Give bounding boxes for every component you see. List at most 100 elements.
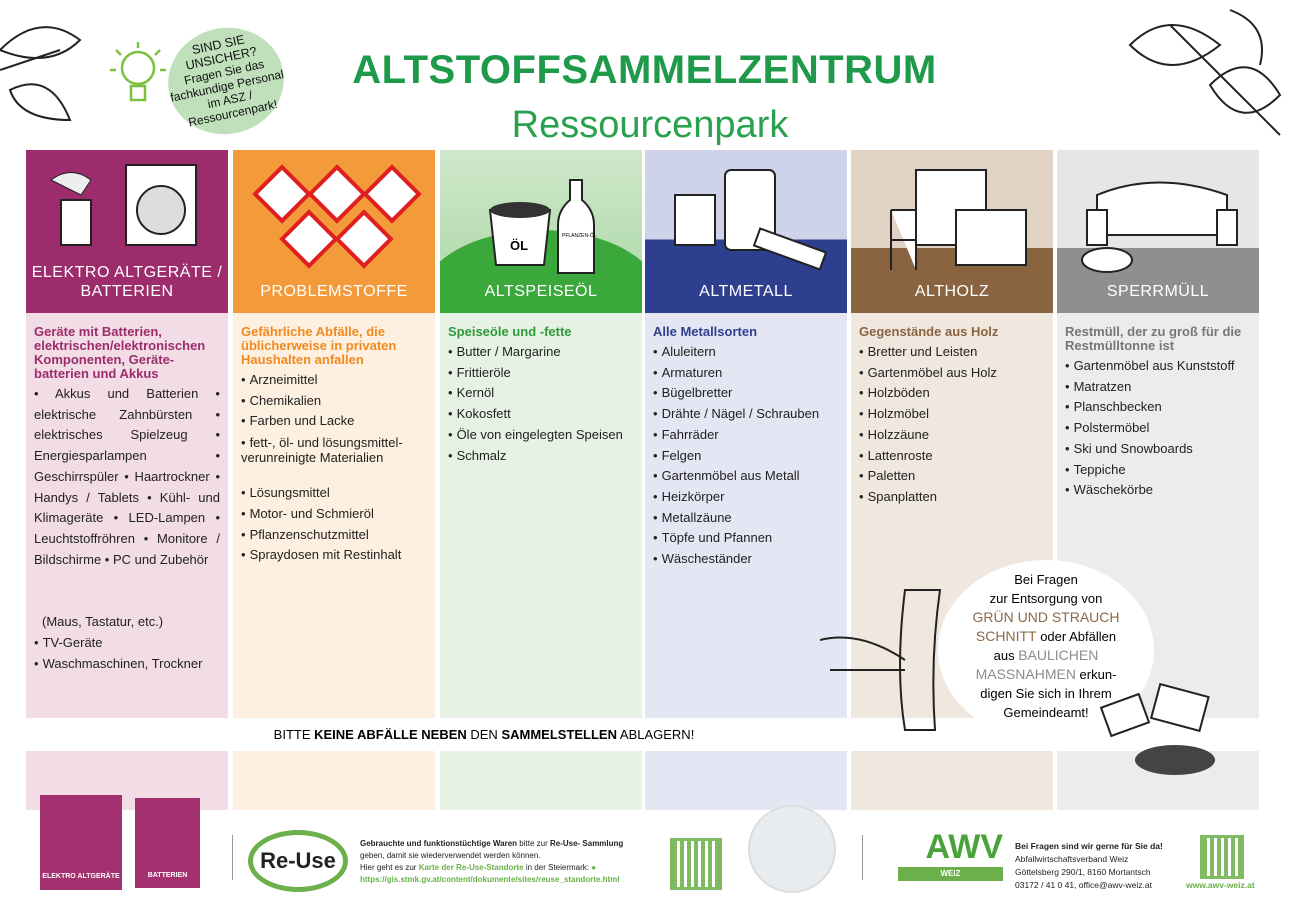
- list-item: Gartenmöbel aus Metall: [653, 466, 839, 487]
- sofa-icon: [1081, 181, 1238, 273]
- batterien-badge: BATTERIEN: [135, 798, 200, 888]
- list-item: Fahrräder: [653, 425, 839, 446]
- reuse-text: geben, damit sie wiederverwendet werden …: [360, 851, 541, 860]
- contact-heading: Bei Fragen sind wir gerne für Sie da!: [1015, 841, 1163, 851]
- circle-highlight: BAULICHEN: [1018, 647, 1099, 663]
- page-subtitle: Ressourcenpark: [511, 104, 789, 146]
- column-label: ALTMETALL: [699, 283, 793, 300]
- list-item: Heizkörper: [653, 487, 839, 508]
- circle-text: zur Entsorgung von: [989, 591, 1103, 606]
- reuse-logo-text: Re-Use: [260, 848, 336, 873]
- list-item: Metallzäune: [653, 508, 839, 529]
- list-item: Töpfe und Pfannen: [653, 528, 839, 549]
- contact-info: Bei Fragen sind wir gerne für Sie da! Ab…: [1015, 840, 1163, 892]
- circle-text: Gemeindeamt!: [1003, 705, 1089, 720]
- circle-highlight: MASSNAHMEN: [975, 666, 1076, 682]
- map-thumbnail[interactable]: [748, 805, 836, 893]
- list-item: Lösungsmittel: [241, 483, 427, 504]
- list-item: Wäschekörbe: [1065, 480, 1251, 501]
- list-item: Farben und Lacke: [241, 411, 427, 432]
- divider: [232, 835, 233, 880]
- website-link[interactable]: www.awv-weiz.at: [1186, 880, 1255, 890]
- reuse-text: bitte zur: [517, 839, 550, 848]
- reuse-url-link[interactable]: https://gis.stmk.gv.at/content/dokumente…: [360, 875, 620, 884]
- list-item: Butter / Margarine: [448, 342, 634, 363]
- list-item: Kernöl: [448, 383, 634, 404]
- column-title: Gegenstände aus Holz: [859, 324, 999, 339]
- column-header-elektro: ELEKTRO ALTGERÄTE / BATTERIEN: [26, 150, 228, 313]
- list-item: Holzmöbel: [859, 404, 1045, 425]
- banner-text: ABLAGERN!: [617, 727, 695, 742]
- column-title: Geräte mit Batterien, elektrischen/elekt…: [34, 324, 206, 381]
- leaf-decoration-right: [1110, 5, 1289, 145]
- column-label: ELEKTRO ALTGERÄTE / BATTERIEN: [31, 264, 223, 300]
- appliances-icon: [50, 164, 197, 246]
- bottle-label: PFLANZEN-ÖL: [562, 232, 597, 239]
- bucket-label: ÖL: [510, 238, 528, 253]
- list-item: Pflanzenschutzmittel: [241, 525, 427, 546]
- circle-text: oder Abfällen: [1036, 629, 1117, 644]
- reuse-info: Gebrauchte und funktionstüchtige Waren b…: [360, 838, 670, 886]
- tree-stump-icon: [820, 580, 950, 760]
- list-item: Gartenmöbel aus Kunststoff: [1065, 356, 1251, 377]
- wooden-furniture-icon: [890, 169, 1027, 270]
- circle-text: erkun-: [1075, 667, 1117, 682]
- elektro-badge: ELEKTRO ALTGERÄTE: [40, 795, 122, 890]
- list-item: Teppiche: [1065, 460, 1251, 481]
- circle-text: digen Sie sich in Ihrem: [980, 686, 1112, 701]
- list-item: Lattenroste: [859, 446, 1045, 467]
- column-altspeiseoel: ÖL PFLANZEN-ÖL ALTSPEISEÖL Speiseöle und …: [440, 150, 642, 810]
- column-problemstoffe: PROBLEMSTOFFE Gefährliche Abfälle, die ü…: [233, 150, 435, 810]
- banner-text: BITTE: [273, 727, 315, 742]
- page-title: ALTSTOFFSAMMELZENTRUM: [352, 48, 937, 92]
- list-item: Chemikalien: [241, 391, 427, 412]
- reuse-map-link[interactable]: Karte der Re-Use-Standorte: [418, 863, 524, 872]
- awv-logo-text: AWV: [925, 828, 1003, 866]
- contact-line: Abfallwirtschaftsverband Weiz: [1015, 854, 1129, 864]
- column-label: PROBLEMSTOFFE: [260, 283, 408, 300]
- list-item: Ski und Snowboards: [1065, 439, 1251, 460]
- list-item: Öle von eingelegten Speisen: [448, 425, 634, 446]
- list-item: Kokosfett: [448, 404, 634, 425]
- hazard-symbols-icon: [252, 164, 422, 269]
- list-item: Motor- und Schmieröl: [241, 504, 427, 525]
- column-title: Speiseöle und -fette: [448, 324, 572, 339]
- list-item: fett-, öl- und lösungsmittel-verunreinig…: [241, 435, 427, 465]
- list-item: Paletten: [859, 466, 1045, 487]
- list-item: Gartenmöbel aus Holz: [859, 363, 1045, 384]
- reuse-text: in der Steiermark:: [523, 863, 589, 872]
- metal-items-icon: [674, 169, 828, 271]
- circle-highlight: SCHNITT: [975, 628, 1037, 644]
- banner-text: KEINE ABFÄLLE NEBEN: [314, 727, 467, 742]
- circle-text: aus: [993, 648, 1019, 663]
- list-item: Arzneimittel: [241, 370, 427, 391]
- banner-text: DEN: [466, 727, 502, 742]
- divider: [862, 835, 863, 880]
- circle-text: Bei Fragen: [1014, 572, 1078, 587]
- reuse-text: Re-Use- Sammlung: [549, 839, 624, 848]
- list-item: Frittieröle: [448, 363, 634, 384]
- map-pin-icon: ●: [591, 863, 597, 872]
- column-title: Restmüll, der zu groß für die Restmüllto…: [1065, 324, 1242, 353]
- reuse-logo: Re-Use: [248, 830, 348, 892]
- list-item: Holzzäune: [859, 425, 1045, 446]
- reuse-text: Hier geht es zur: [360, 863, 419, 872]
- circle-highlight: GRÜN UND STRAUCH: [972, 609, 1120, 625]
- list-item: (Maus, Tastatur, etc.): [42, 614, 164, 630]
- oil-bucket-bottle-icon: ÖL PFLANZEN-ÖL: [488, 179, 597, 274]
- rubble-icon: [1095, 680, 1225, 780]
- qr-code-reuse[interactable]: [670, 838, 722, 890]
- awv-logo-sub: WEIZ: [898, 867, 1003, 881]
- column-label: ALTSPEISEÖL: [484, 283, 598, 300]
- list-item: Armaturen: [653, 363, 839, 384]
- column-title: Alle Metallsorten: [653, 324, 758, 339]
- list-item: Schmalz: [448, 446, 634, 467]
- list-item: Aluleitern: [653, 342, 839, 363]
- qr-code-awv[interactable]: [1200, 835, 1244, 879]
- contact-line: Göttelsberg 290/1, 8160 Mortantsch: [1015, 867, 1151, 877]
- column-title: Gefährliche Abfälle, die üblicherweise i…: [241, 324, 397, 367]
- badge-label: BATTERIEN: [147, 872, 188, 879]
- list-item: TV-Geräte: [34, 633, 220, 654]
- list-item: Planschbecken: [1065, 397, 1251, 418]
- list-item: Holzböden: [859, 383, 1045, 404]
